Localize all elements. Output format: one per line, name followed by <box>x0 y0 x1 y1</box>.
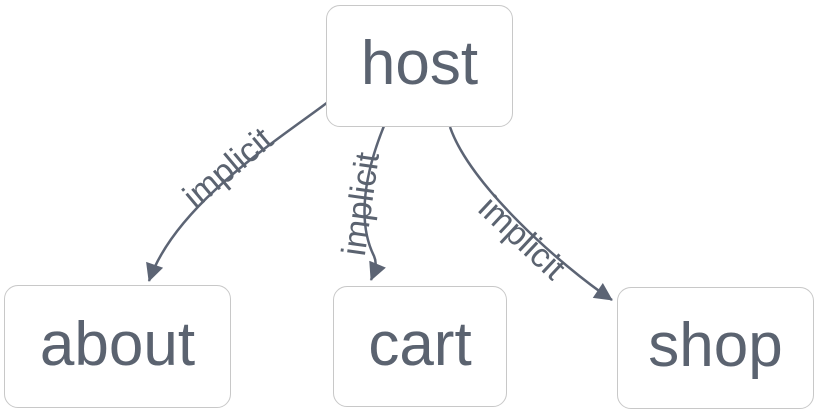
node-host: host <box>326 5 513 127</box>
node-cart: cart <box>333 286 507 407</box>
node-shop-label: shop <box>648 311 783 380</box>
node-shop: shop <box>617 287 814 409</box>
node-about: about <box>4 285 231 408</box>
node-cart-label: cart <box>368 309 472 379</box>
edge-label-host-shop: implicit <box>471 188 573 288</box>
node-host-label: host <box>360 29 479 98</box>
edge-label-host-cart: implicit <box>334 149 388 259</box>
node-about-label: about <box>39 309 196 379</box>
edge-label-host-about: implicit <box>175 120 281 216</box>
edge-host-about <box>146 101 329 282</box>
